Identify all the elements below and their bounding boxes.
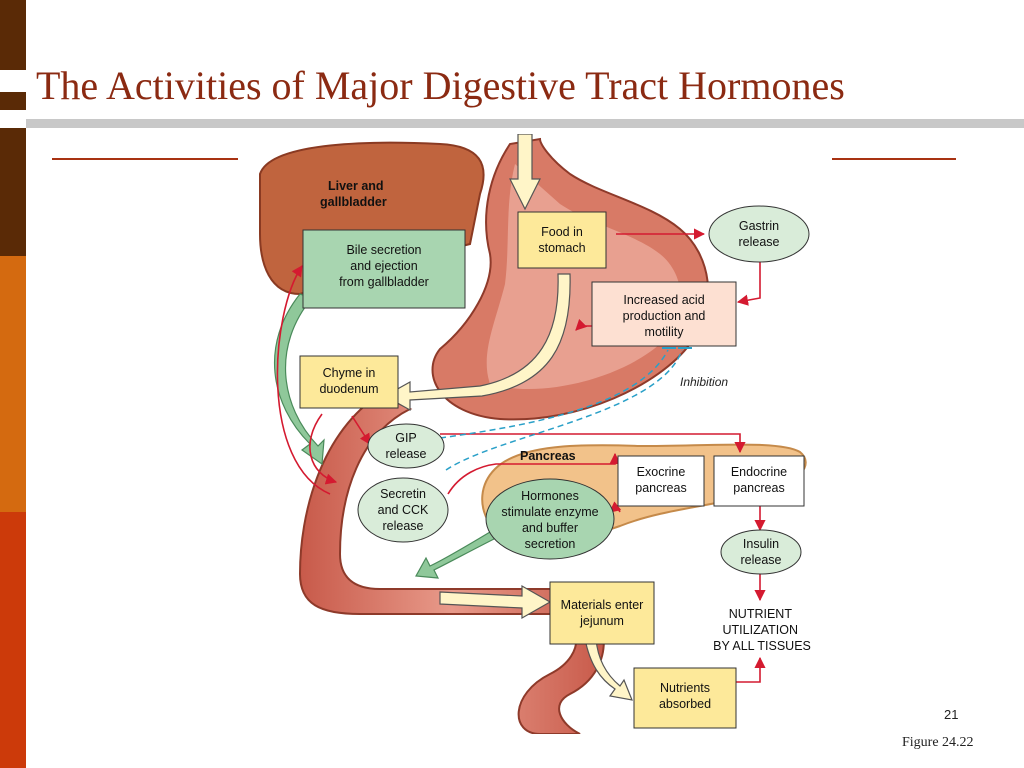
gastrin-line-1: Gastrin — [739, 219, 779, 233]
box-nutrients-absorbed: Nutrients absorbed — [633, 667, 737, 729]
inhibition-line-secretin — [445, 349, 683, 471]
gip-to-endocrine-arrow — [440, 433, 746, 454]
bile-to-duodenum-arrow — [273, 293, 325, 466]
secretin-line-3: release — [383, 519, 424, 533]
food-line-1: Food in — [541, 225, 583, 239]
oval-secretin-cck-release: Secretin and CCK release — [357, 477, 449, 543]
endocrine-line-2: pancreas — [733, 481, 784, 495]
secretin-line-2: and CCK — [378, 503, 429, 517]
food-to-chyme-arrow — [383, 273, 571, 412]
exocrine-line-1: Exocrine — [637, 465, 686, 479]
box-materials-enter-jejunum: Materials enter jejunum — [549, 581, 655, 645]
endocrine-line-1: Endocrine — [731, 465, 787, 479]
sidebar-color-bar — [0, 0, 26, 768]
acid-to-stomach-arrow — [575, 318, 592, 331]
exocrine-link — [614, 503, 621, 513]
hormone-pathway-arrows — [276, 228, 766, 683]
inhibition-lines — [439, 349, 683, 471]
box-chyme-in-duodenum: Chyme in duodenum — [299, 355, 399, 409]
to-jejunum-arrow — [439, 584, 552, 620]
sidebar-segment-red — [0, 512, 26, 768]
oval-gip-release: GIP release — [367, 423, 445, 469]
box-bile-secretion: Bile secretion and ejection from gallbla… — [302, 229, 466, 309]
insulin-line-2: release — [741, 553, 782, 567]
sidebar-segment-dark — [0, 0, 26, 70]
acid-line-3: motility — [645, 325, 685, 339]
food-inflow-arrow — [509, 134, 541, 211]
figure-caption: Figure 24.22 — [902, 735, 974, 750]
digestive-hormones-diagram: Liver and gallbladder Pancreas — [259, 134, 811, 734]
inhibition-line-gip — [439, 349, 669, 439]
pancreas-label: Pancreas — [520, 449, 576, 463]
bile-line-3: from gallbladder — [339, 275, 429, 289]
hormones-line-2: stimulate enzyme — [501, 505, 598, 519]
hormones-line-4: secretion — [525, 537, 576, 551]
decor-line-right — [832, 158, 956, 160]
nutrients-line-1: Nutrients — [660, 681, 710, 695]
gip-line-2: release — [386, 447, 427, 461]
sidebar-segment-orange — [0, 256, 26, 512]
jejunum-line-2: jejunum — [579, 614, 624, 628]
chyme-line-1: Chyme in — [323, 366, 376, 380]
nutrient-utilization-text: NUTRIENT UTILIZATION BY ALL TISSUES — [713, 607, 811, 653]
insulin-line-1: Insulin — [743, 537, 779, 551]
decor-line-left — [52, 158, 238, 160]
food-line-2: stomach — [538, 241, 585, 255]
nutrients-line-2: absorbed — [659, 697, 711, 711]
gastrin-to-acid-arrow — [736, 262, 761, 306]
oval-hormones-stimulate: Hormones stimulate enzyme and buffer sec… — [485, 478, 615, 560]
gip-line-1: GIP — [395, 431, 417, 445]
exocrine-line-2: pancreas — [635, 481, 686, 495]
jejunum-to-nutrients-arrow — [584, 638, 633, 701]
secretin-to-bile-arrow — [276, 265, 331, 495]
chyme-to-secretin-arrow — [309, 413, 338, 485]
slide-title: The Activities of Major Digestive Tract … — [36, 63, 845, 108]
box-increased-acid: Increased acid production and motility — [591, 281, 737, 347]
chyme-to-gip-arrow — [351, 415, 371, 445]
inhibition-label: Inhibition — [680, 375, 728, 389]
oval-insulin-release: Insulin release — [720, 529, 802, 575]
duodenum-intestine-shape — [298, 392, 605, 734]
liver-label: Liver and gallbladder — [320, 179, 387, 209]
gastrin-line-2: release — [739, 235, 780, 249]
hormones-to-intestine-arrow — [415, 531, 498, 579]
sidebar-gap — [0, 70, 26, 92]
title-underline-rule — [26, 119, 1024, 128]
box-endocrine-pancreas: Endocrine pancreas — [713, 455, 805, 507]
sidebar-segment-brown — [0, 128, 26, 256]
hormones-line-3: and buffer — [522, 521, 578, 535]
oval-gastrin-release: Gastrin release — [708, 205, 810, 263]
secretin-to-exocrine-arrow — [447, 452, 621, 495]
chyme-line-2: duodenum — [319, 382, 378, 396]
bile-line-1: Bile secretion — [346, 243, 421, 257]
bile-line-2: and ejection — [350, 259, 417, 273]
acid-line-2: production and — [623, 309, 706, 323]
acid-line-1: Increased acid — [623, 293, 704, 307]
box-food-in-stomach: Food in stomach — [517, 211, 607, 269]
hormones-line-1: Hormones — [521, 489, 579, 503]
jejunum-line-1: Materials enter — [561, 598, 644, 612]
slide-number: 21 — [944, 707, 959, 722]
sidebar-segment-dark-small — [0, 92, 26, 110]
box-exocrine-pancreas: Exocrine pancreas — [617, 455, 705, 507]
secretin-line-1: Secretin — [380, 487, 426, 501]
